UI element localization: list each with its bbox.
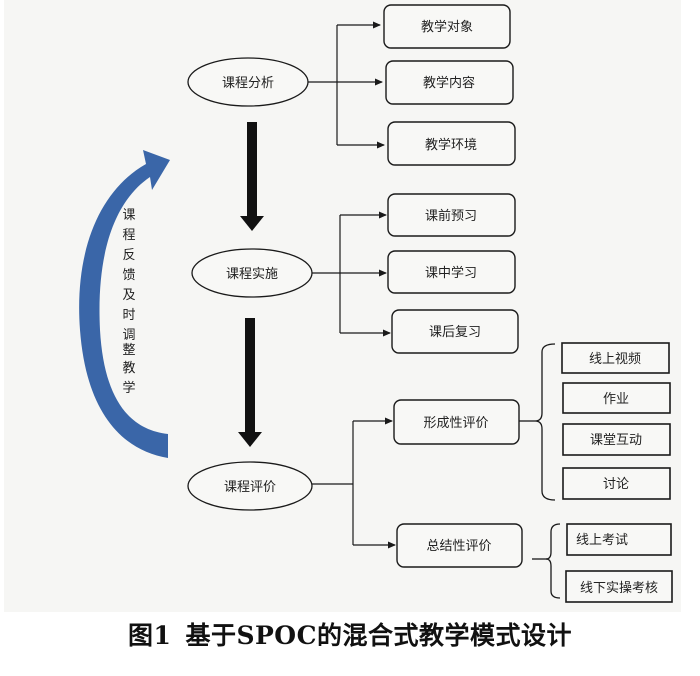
stage-evaluation: 课程评价 形成性评价 总结性评价 线上视频 作业 课堂互动 讨论 线上考试 线下… [187, 342, 673, 603]
analysis-item-label: 教学对象 [421, 19, 473, 35]
formative-item-label: 线上视频 [589, 352, 641, 367]
feedback-char: 课 [122, 208, 135, 223]
implementation-item-box [387, 250, 516, 294]
feedback-char: 时 [122, 308, 135, 323]
feedback-char: 程 [122, 228, 135, 243]
analysis-item-box [385, 60, 514, 105]
implementation-item-label: 课中学习 [425, 265, 477, 281]
figure-caption: 图1 基于SPOC的混合式教学模式设计 [0, 616, 700, 652]
formative-evaluation-box [393, 399, 520, 445]
formative-bracket [534, 343, 556, 501]
summative-bracket [545, 523, 561, 599]
stage-node-evaluation [187, 461, 313, 511]
feedback-char: 及 [122, 288, 135, 303]
feedback-char: 调 [122, 328, 135, 343]
feedback-char: 馈 [122, 268, 135, 283]
implementation-item-label: 课后复习 [429, 325, 481, 340]
stage-label: 课程评价 [224, 480, 276, 495]
formative-item-label: 课堂互动 [590, 433, 642, 448]
formative-item-box [562, 467, 671, 500]
summative-evaluation-label: 总结性评价 [426, 539, 491, 554]
feedback-char: 反 [122, 248, 135, 263]
analysis-item-box [387, 121, 516, 166]
analysis-item-label: 教学内容 [423, 75, 475, 91]
analysis-item-box [383, 4, 511, 49]
feedback-char: 教 [122, 360, 135, 376]
stage-implementation: 课程实施 课前预习 课中学习 课后复习 [191, 193, 519, 354]
implementation-item-box [387, 193, 516, 237]
formative-item-box [562, 382, 671, 414]
figure-title: 基于SPOC的混合式教学模式设计 [185, 621, 572, 650]
formative-item-box [562, 423, 671, 456]
formative-item-box [561, 342, 670, 374]
summative-evaluation-box [396, 523, 523, 568]
summative-item-label: 线下实操考核 [580, 580, 658, 596]
diagram-background [4, 0, 681, 612]
summative-item-label: 线上考试 [576, 533, 628, 548]
summative-item-box [566, 523, 672, 556]
formative-evaluation-label: 形成性评价 [423, 416, 488, 431]
formative-item-label: 讨论 [603, 477, 629, 492]
feedback-arrow-icon [79, 150, 170, 458]
stage-label: 课程实施 [226, 267, 278, 282]
feedback-label: 课 程 反 馈 及 时 调 整 教 学 [122, 208, 135, 396]
flow-arrow-analysis-to-implementation [240, 122, 264, 231]
stage-analysis: 课程分析 教学对象 教学内容 教学环境 [187, 4, 516, 166]
stage-label: 课程分析 [222, 76, 274, 91]
implementation-item-box [391, 309, 519, 354]
flow-arrow-implementation-to-evaluation [238, 318, 262, 447]
summative-item-box [565, 570, 673, 603]
formative-item-label: 作业 [603, 392, 629, 407]
feedback-char: 学 [122, 380, 135, 396]
analysis-item-label: 教学环境 [425, 137, 477, 153]
feedback-char: 整 [122, 343, 135, 358]
implementation-item-label: 课前预习 [425, 208, 477, 224]
figure-number: 图1 [128, 621, 172, 650]
